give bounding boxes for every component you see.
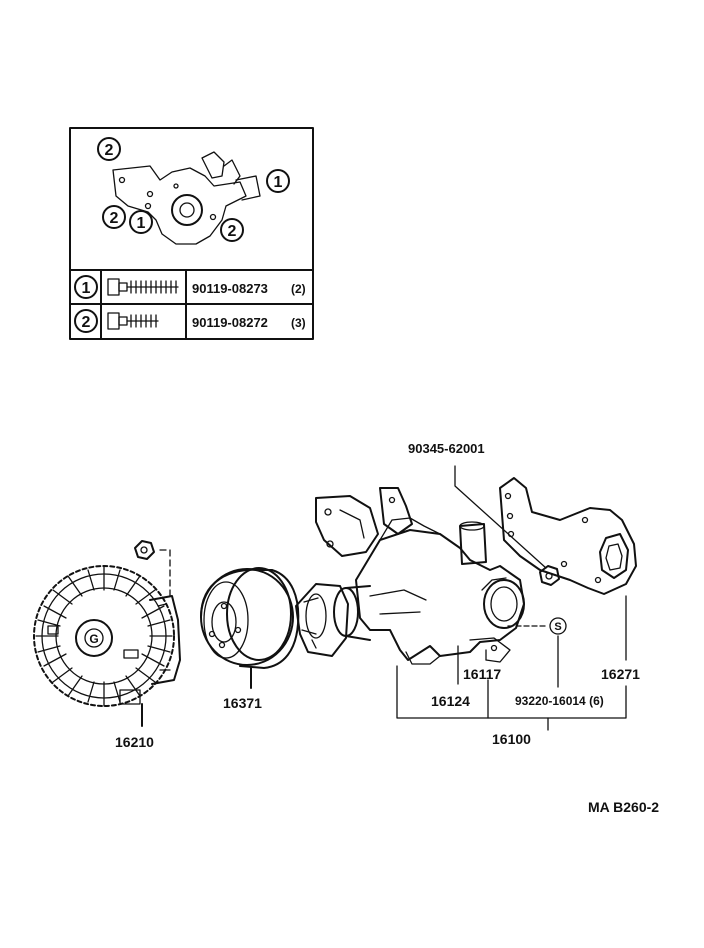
callout-bolt-1-left: 1 xyxy=(129,210,153,234)
svg-text:1: 1 xyxy=(82,280,91,297)
bolt-location-inset: 2 1 2 1 2 1 90119-08273 xyxy=(69,127,314,340)
svg-text:S: S xyxy=(554,621,561,633)
inset-frame xyxy=(69,127,314,340)
legend-row-bolt-2: 2 90119-08272 (3) xyxy=(74,309,306,333)
cover-plate-drawing xyxy=(499,477,637,595)
diagram-code: MA B260-2 xyxy=(588,799,659,815)
pump-nut xyxy=(539,565,560,586)
svg-text:2: 2 xyxy=(82,314,91,331)
svg-text:G: G xyxy=(89,632,98,646)
svg-text:2: 2 xyxy=(228,223,237,240)
label-93220-16014: 93220-16014 (6) xyxy=(515,694,604,708)
long-bolt-icon xyxy=(107,278,179,296)
svg-text:2: 2 xyxy=(110,210,119,227)
svg-text:1: 1 xyxy=(274,174,283,191)
label-16124: 16124 xyxy=(431,693,470,709)
legend-qty-1: (2) xyxy=(291,282,306,296)
legend-part-number-1: 90119-08273 xyxy=(192,281,268,296)
svg-text:1: 1 xyxy=(137,215,146,232)
leader-lines xyxy=(396,465,627,731)
callout-bolt-1-right: 1 xyxy=(266,169,290,193)
label-16210: 16210 xyxy=(115,734,154,750)
legend-qty-2: (3) xyxy=(291,316,306,330)
part-labels: 90345-62001 16210 16371 16117 16271 1612… xyxy=(115,441,659,815)
label-16117: 16117 xyxy=(463,666,501,682)
fan-nut xyxy=(134,540,155,560)
svg-text:2: 2 xyxy=(105,142,114,159)
callout-bolt-2-left: 2 xyxy=(102,205,126,229)
label-16271: 16271 xyxy=(601,666,640,682)
fan-clutch-drawing: G xyxy=(33,540,181,727)
legend-part-number-2: 90119-08272 xyxy=(192,315,268,330)
fan-pulley-drawing xyxy=(200,567,300,689)
label-90345-62001: 90345-62001 xyxy=(408,441,485,456)
label-16100: 16100 xyxy=(492,731,531,747)
water-pump-drawing xyxy=(295,487,560,665)
leader-90345-62001 xyxy=(454,465,547,569)
short-bolt-icon xyxy=(107,312,159,330)
label-16371: 16371 xyxy=(223,695,262,711)
legend-row-bolt-1: 1 90119-08273 (2) xyxy=(74,275,306,299)
small-pump-outline xyxy=(112,151,261,245)
bracket-16100 xyxy=(396,665,627,719)
callout-bolt-2-top: 2 xyxy=(97,137,121,161)
s-marker: S xyxy=(549,617,567,635)
callout-bolt-2-bottom: 2 xyxy=(220,218,244,242)
